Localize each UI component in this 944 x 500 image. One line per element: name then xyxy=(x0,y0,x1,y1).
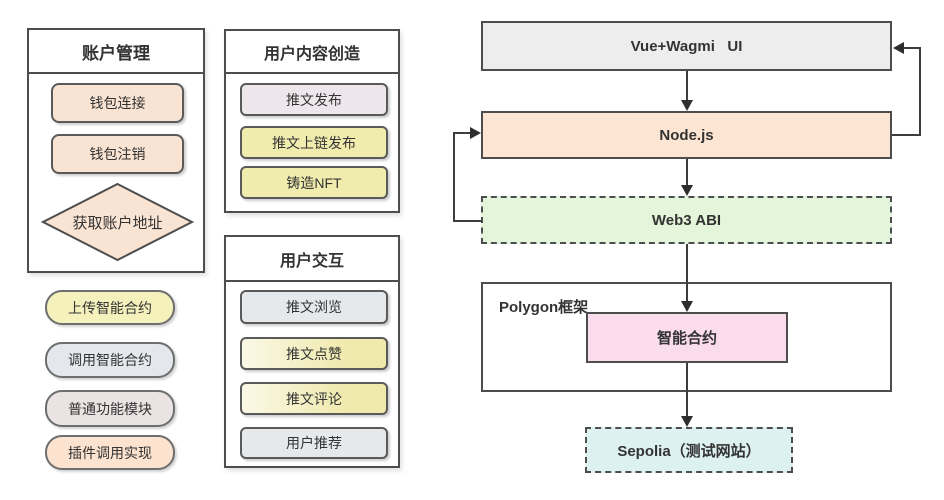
user-interaction-panel: 用户交互 推文浏览 推文点赞 推文评论 用户推荐 xyxy=(224,235,400,468)
feedback-left-vertical-segment xyxy=(453,132,455,222)
legend-pill-call-contract: 调用智能合约 xyxy=(45,342,175,378)
account-management-panel: 账户管理 钱包连接 钱包注销 获取账户地址 xyxy=(27,28,205,273)
mint-nft-node: 铸造NFT xyxy=(240,166,388,199)
arrowhead-feedback-to-ui-icon xyxy=(893,42,904,54)
get-account-address-diamond: 获取账户地址 xyxy=(40,182,195,262)
wallet-connect-node: 钱包连接 xyxy=(51,83,184,123)
legend-pill-normal-module: 普通功能模块 xyxy=(45,390,175,427)
smart-contract-node: 智能合约 xyxy=(586,312,788,363)
legend-pill-plugin-call: 插件调用实现 xyxy=(45,435,175,470)
feedback-right-vertical-segment xyxy=(919,47,921,136)
polygon-framework-label: Polygon框架 xyxy=(499,299,589,316)
account-panel-title: 账户管理 xyxy=(29,30,203,74)
nodejs-node: Node.js xyxy=(481,111,892,159)
arrowhead-node-to-web3-icon xyxy=(681,185,693,196)
web3-abi-node: Web3 ABI xyxy=(481,196,892,244)
wallet-logout-node: 钱包注销 xyxy=(51,134,184,174)
user-recommend-node: 用户推荐 xyxy=(240,427,388,459)
user-content-panel: 用户内容创造 推文发布 推文上链发布 铸造NFT xyxy=(224,29,400,213)
arrow-line-node-to-web3 xyxy=(686,159,688,186)
user-content-panel-title: 用户内容创造 xyxy=(226,31,398,74)
user-interaction-panel-title: 用户交互 xyxy=(226,237,398,282)
tweet-comment-node: 推文评论 xyxy=(240,382,388,415)
arrowhead-web3-to-contract-icon xyxy=(681,301,693,312)
feedback-left-bottom-segment xyxy=(453,220,481,222)
arrow-line-ui-to-node xyxy=(686,71,688,101)
legend-pill-upload-contract: 上传智能合约 xyxy=(45,290,175,325)
arrowhead-feedback-to-nodejs-icon xyxy=(470,127,481,139)
tweet-publish-node: 推文发布 xyxy=(240,83,388,116)
vue-wagmi-ui-node: Vue+Wagmi UI xyxy=(481,21,892,71)
feedback-right-bottom-segment xyxy=(892,134,921,136)
arrowhead-ui-to-node-icon xyxy=(681,100,693,111)
tweet-like-node: 推文点赞 xyxy=(240,337,388,370)
diamond-shape-icon xyxy=(40,182,195,262)
arrow-line-contract-to-sepolia xyxy=(686,363,688,417)
arrowhead-contract-to-sepolia-icon xyxy=(681,416,693,427)
arrow-line-web3-to-contract xyxy=(686,244,688,302)
tweet-browse-node: 推文浏览 xyxy=(240,290,388,324)
feedback-right-top-segment xyxy=(904,47,921,49)
sepolia-testnet-node: Sepolia（测试网站） xyxy=(585,427,793,473)
diamond-label: 获取账户地址 xyxy=(72,214,163,232)
feedback-left-top-segment xyxy=(453,132,471,134)
tweet-onchain-publish-node: 推文上链发布 xyxy=(240,126,388,159)
